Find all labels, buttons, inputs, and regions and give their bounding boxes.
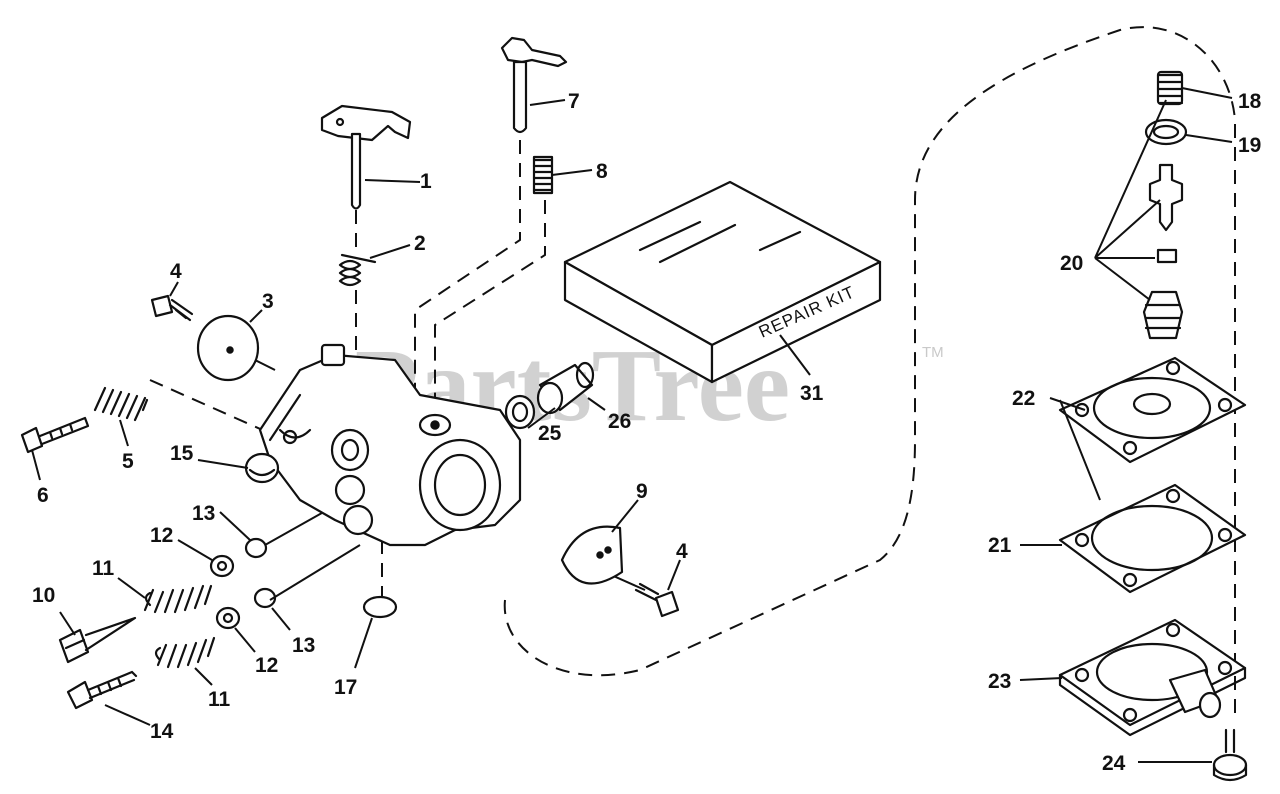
part-idle-screw bbox=[20, 416, 90, 454]
leader-6 bbox=[31, 449, 41, 481]
callout-8: 8 bbox=[596, 160, 608, 183]
callout-20: 20 bbox=[1060, 252, 1083, 275]
leader-31 bbox=[779, 334, 811, 376]
part-o-ring-upper bbox=[244, 537, 268, 559]
callout-15: 15 bbox=[170, 442, 194, 465]
part-gasket-ring bbox=[1144, 118, 1188, 146]
leader-4b bbox=[667, 559, 681, 591]
callout-10: 10 bbox=[32, 584, 55, 607]
part-idle-spring bbox=[93, 386, 149, 422]
leader-5 bbox=[119, 419, 129, 447]
align-line-13b bbox=[269, 544, 361, 601]
callout-11a: 11 bbox=[92, 557, 115, 580]
leader-7 bbox=[529, 99, 566, 106]
part-diaphragm-gasket bbox=[1058, 483, 1247, 594]
part-throttle-shaft bbox=[320, 104, 412, 210]
part-inlet-screen bbox=[504, 394, 536, 430]
callout-18: 18 bbox=[1238, 90, 1262, 113]
part-needle-and-seat bbox=[1142, 163, 1184, 340]
part-welch-plug bbox=[244, 452, 280, 484]
part-carburetor-body bbox=[258, 343, 522, 547]
leader-14 bbox=[104, 704, 151, 726]
part-screw-lower bbox=[634, 582, 680, 618]
leader-23 bbox=[1019, 677, 1063, 681]
part-diaphragm-cover bbox=[1058, 618, 1247, 737]
leader-9 bbox=[611, 499, 639, 533]
part-plug-bottom bbox=[362, 595, 398, 619]
leader-2 bbox=[369, 244, 411, 259]
part-main-needle bbox=[58, 616, 137, 664]
callout-24: 24 bbox=[1102, 752, 1126, 775]
callout-12a: 12 bbox=[150, 524, 173, 547]
part-idle-needle bbox=[66, 670, 138, 710]
callout-11b: 11 bbox=[208, 688, 231, 711]
callout-4a: 4 bbox=[170, 260, 182, 283]
part-washer-lower bbox=[215, 606, 241, 630]
callout-5: 5 bbox=[122, 450, 134, 473]
callout-26: 26 bbox=[608, 410, 631, 433]
assembly-line-7 bbox=[414, 140, 521, 420]
leader-10 bbox=[59, 611, 76, 636]
leader-4a bbox=[169, 281, 179, 297]
leader-15 bbox=[197, 459, 249, 469]
leader-19 bbox=[1185, 134, 1233, 143]
callout-21: 21 bbox=[988, 534, 1012, 557]
callout-3: 3 bbox=[262, 290, 274, 313]
callout-4b: 4 bbox=[676, 540, 688, 563]
callout-17: 17 bbox=[334, 676, 357, 699]
part-cover-screw bbox=[1212, 728, 1248, 782]
assembly-line-8 bbox=[434, 200, 546, 420]
leader-8 bbox=[551, 169, 593, 176]
callout-14: 14 bbox=[150, 720, 174, 743]
part-throttle-spring bbox=[338, 253, 377, 287]
callout-12b: 12 bbox=[255, 654, 278, 677]
part-spring-lower bbox=[154, 636, 216, 669]
callout-13b: 13 bbox=[292, 634, 315, 657]
leader-lines-20 bbox=[1094, 99, 1167, 301]
part-o-ring-lower bbox=[253, 587, 277, 609]
leader-13b bbox=[271, 607, 291, 631]
leader-lines-22 bbox=[1049, 397, 1101, 501]
callout-22: 22 bbox=[1012, 387, 1035, 410]
leader-1 bbox=[364, 179, 421, 183]
callout-9: 9 bbox=[636, 480, 648, 503]
leader-26 bbox=[587, 397, 606, 411]
part-needle-spring bbox=[1156, 70, 1184, 106]
callout-31: 31 bbox=[800, 382, 824, 405]
callout-13a: 13 bbox=[192, 502, 215, 525]
leader-12b bbox=[234, 627, 256, 653]
leader-25 bbox=[527, 407, 556, 429]
callout-7: 7 bbox=[568, 90, 580, 113]
part-choke-spring bbox=[532, 155, 554, 195]
leader-11a bbox=[117, 577, 146, 599]
part-repair-kit-box: REPAIR KIT bbox=[563, 180, 882, 384]
leader-3 bbox=[249, 309, 263, 323]
leader-12a bbox=[177, 539, 213, 561]
callout-19: 19 bbox=[1238, 134, 1261, 157]
part-choke-shaft bbox=[500, 36, 568, 134]
callout-1: 1 bbox=[420, 170, 432, 193]
watermark-trademark: TM bbox=[922, 344, 944, 361]
callout-6: 6 bbox=[37, 484, 49, 507]
part-inlet-fitting bbox=[536, 361, 595, 415]
part-diaphragm bbox=[1058, 356, 1247, 464]
leader-17 bbox=[354, 617, 373, 669]
callout-2: 2 bbox=[414, 232, 426, 255]
callout-23: 23 bbox=[988, 670, 1011, 693]
callout-25: 25 bbox=[538, 422, 562, 445]
part-throttle-plate bbox=[560, 525, 624, 585]
part-spring-upper bbox=[143, 584, 213, 614]
leader-13a bbox=[219, 511, 251, 541]
choke-plate-hole bbox=[226, 346, 234, 354]
leader-11b bbox=[194, 667, 213, 686]
part-washer-upper bbox=[209, 554, 235, 578]
part-screw-top bbox=[150, 294, 194, 322]
leader-18 bbox=[1181, 87, 1233, 99]
